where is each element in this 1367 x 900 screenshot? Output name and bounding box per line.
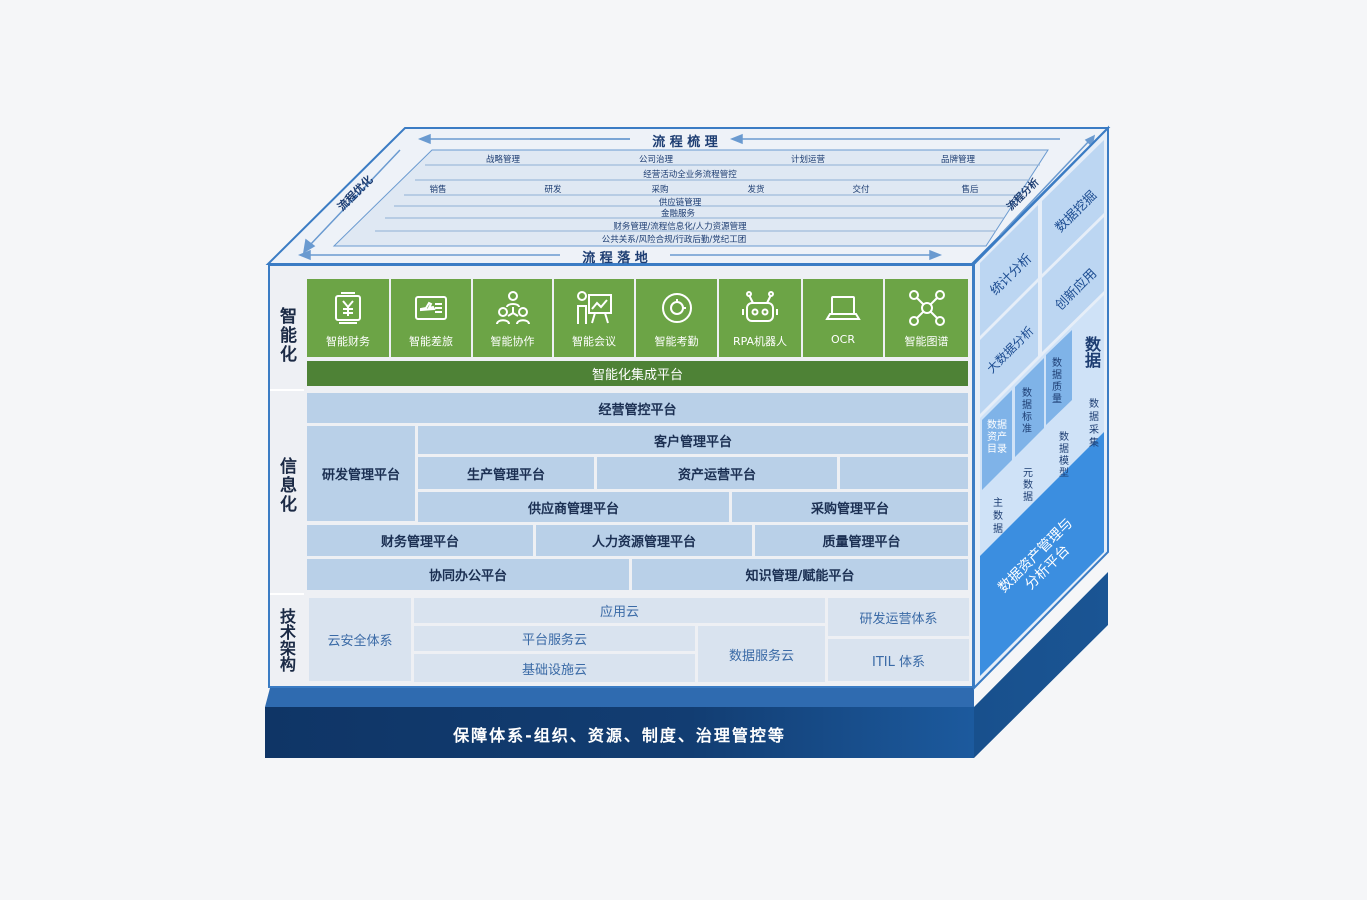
ai-item-label: OCR [831, 333, 855, 346]
top-row2: 经营活动全业务流程管控 [643, 170, 737, 180]
tech-security[interactable]: 云安全体系 [309, 598, 411, 681]
top-row1-item: 计划运营 [790, 155, 826, 165]
top-footer-label: 流 程 落 地 [582, 251, 648, 266]
top-row1-item: 公司治理 [638, 155, 674, 165]
ai-item-label: 智能财务 [326, 335, 370, 348]
travel-icon [415, 296, 447, 320]
right-asset-catalog[interactable]: 数据资产目录 [983, 420, 1011, 456]
right-quality[interactable]: 数据质量 [1050, 358, 1064, 406]
top-row4: 供应链管理 [658, 198, 702, 208]
robot-icon [742, 291, 778, 322]
top-row6: 财务管理/流程信息化/人力资源管理 [613, 222, 747, 232]
info-finance-platform[interactable]: 财务管理平台 [307, 525, 533, 556]
ai-item-label: 智能考勤 [654, 335, 699, 348]
tech-app-cloud[interactable]: 应用云 [414, 598, 825, 623]
standard-text: 数据标准 [1022, 388, 1032, 435]
tech-infra-cloud[interactable]: 基础设施云 [414, 654, 695, 682]
info-purchase-platform[interactable]: 采购管理平台 [732, 492, 968, 522]
tech-platform-cloud[interactable]: 平台服务云 [414, 626, 695, 651]
right-master[interactable]: 主数据 [991, 497, 1005, 536]
ai-item-label: 智能差旅 [409, 335, 453, 348]
top-row3-item: 销售 [429, 185, 447, 195]
ai-item-meeting[interactable]: 智能会议 [554, 279, 634, 357]
asset-catalog-text: 数据资产目录 [987, 420, 1007, 455]
ai-item-travel[interactable]: 智能差旅 [391, 279, 471, 357]
info-blank-cell [840, 457, 968, 489]
master-text: 主数据 [993, 498, 1003, 535]
right-meta[interactable]: 元数据 [1021, 468, 1035, 504]
top-row3-item: 采购 [651, 185, 669, 195]
base-label: 保障体系-组织、资源、制度、治理管控等 [453, 726, 786, 745]
collect-text: 数据采集 [1089, 399, 1099, 449]
section-label-text: 信息化 [276, 456, 296, 514]
section-label-informatization: 信息化 [270, 440, 302, 530]
section-label-text: 技术架构 [277, 608, 296, 672]
right-data-title: 数据 [1080, 336, 1102, 373]
meta-text: 元数据 [1023, 468, 1033, 503]
ai-item-ocr[interactable]: OCR [803, 279, 883, 357]
ai-item-rpa[interactable]: RPA机器人 [719, 279, 801, 357]
finance-icon [335, 292, 361, 324]
info-asset-platform[interactable]: 资产运营平台 [597, 457, 837, 489]
ai-item-collaboration[interactable]: 智能协作 [473, 279, 552, 357]
ai-item-attendance[interactable]: 智能考勤 [636, 279, 717, 357]
ai-item-finance[interactable]: 智能财务 [307, 279, 389, 357]
section-label-text: 智能化 [276, 306, 296, 364]
ai-item-label: 智能会议 [572, 335, 616, 348]
info-supplier-platform[interactable]: 供应商管理平台 [418, 492, 729, 522]
info-crm-platform[interactable]: 客户管理平台 [418, 426, 968, 454]
ai-item-graph[interactable]: 智能图谱 [885, 279, 968, 357]
info-production-platform[interactable]: 生产管理平台 [418, 457, 594, 489]
section-divider [270, 389, 304, 391]
info-operation-platform[interactable]: 经营管控平台 [307, 393, 968, 423]
top-row1-item: 战略管理 [485, 155, 521, 165]
top-row3-item: 售后 [961, 185, 979, 195]
info-rd-platform[interactable]: 研发管理平台 [307, 426, 415, 521]
top-row3-item: 发货 [747, 185, 765, 195]
info-knowledge-platform[interactable]: 知识管理/赋能平台 [632, 559, 968, 590]
model-text: 数据模型 [1059, 432, 1069, 479]
info-hr-platform[interactable]: 人力资源管理平台 [536, 525, 752, 556]
graph-icon [908, 290, 945, 326]
top-row1-item: 品牌管理 [940, 155, 976, 165]
ai-item-label: 智能协作 [490, 335, 535, 348]
attendance-icon [661, 293, 692, 323]
meeting-icon [577, 291, 612, 324]
info-office-platform[interactable]: 协同办公平台 [307, 559, 629, 590]
section-label-intelligence: 智能化 [270, 290, 302, 380]
tech-rd-ops[interactable]: 研发运营体系 [828, 598, 969, 636]
top-row5: 金融服务 [660, 209, 696, 219]
info-quality-platform[interactable]: 质量管理平台 [755, 525, 968, 556]
top-row3-item: 交付 [852, 185, 870, 195]
top-header-label: 流 程 梳 理 [652, 135, 718, 150]
ai-item-label: RPA机器人 [732, 335, 788, 348]
right-model[interactable]: 数据模型 [1057, 432, 1071, 480]
top-row3-item: 研发 [544, 185, 562, 195]
ai-item-label: 智能图谱 [904, 335, 949, 348]
ai-integration-platform[interactable]: 智能化集成平台 [307, 361, 968, 386]
section-divider [270, 593, 304, 595]
collaboration-icon [495, 291, 530, 325]
right-collect[interactable]: 数据采集 [1087, 398, 1101, 450]
tech-data-cloud[interactable]: 数据服务云 [698, 626, 825, 682]
data-title-text: 数据 [1082, 336, 1101, 368]
top-row7: 公共关系/风险合规/行政后勤/党纪工团 [601, 235, 747, 245]
ocr-laptop-icon [825, 296, 861, 320]
section-label-tech: 技术架构 [270, 598, 302, 682]
tech-itil[interactable]: ITIL 体系 [828, 639, 969, 681]
quality-text: 数据质量 [1052, 358, 1062, 405]
right-standard[interactable]: 数据标准 [1020, 388, 1034, 436]
